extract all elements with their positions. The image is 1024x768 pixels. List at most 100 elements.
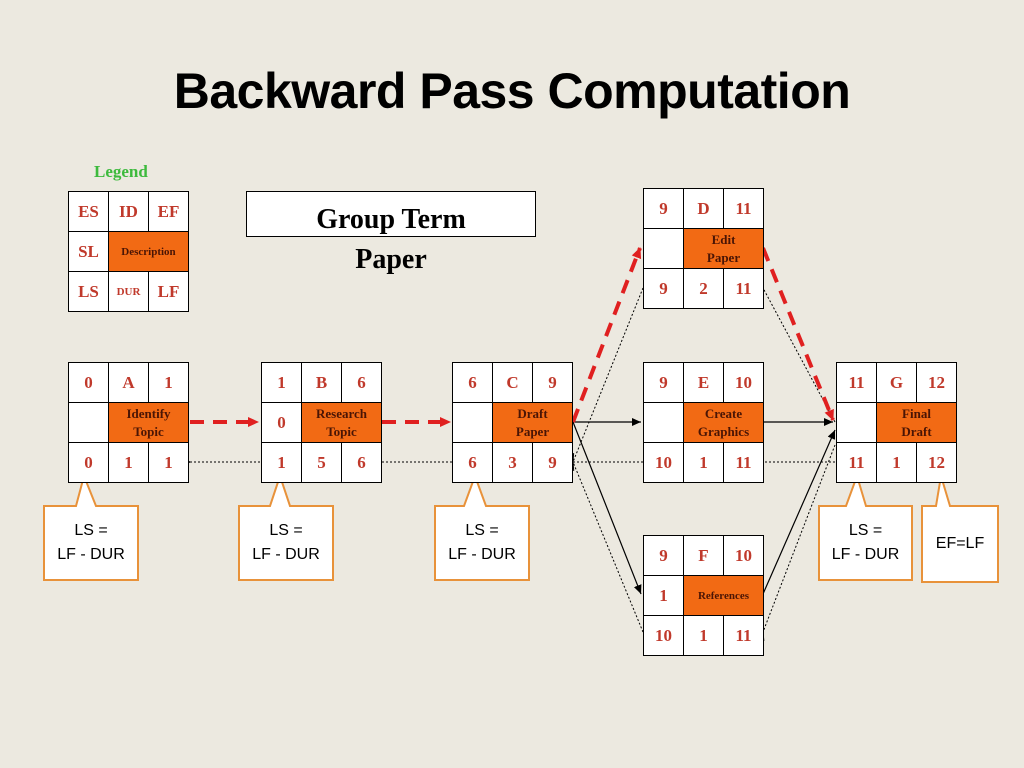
backward-arrow-d-c [573,287,644,462]
callout-a-line1: LS = [74,522,108,539]
node-a-id: A [109,363,149,403]
node-d-es: 9 [644,189,684,229]
callout-g-ef-text: EF=LF [922,532,998,556]
legend-es: ES [69,192,109,232]
node-f-dur: 1 [684,616,724,656]
legend-label: Legend [94,162,148,181]
node-c-lf: 9 [533,443,573,483]
node-b-es: 1 [262,363,302,403]
slide-title: Backward Pass Computation [173,63,851,119]
node-e-es: 9 [644,363,684,403]
critical-arrow-d-g [761,247,835,421]
node-g-dur: 1 [877,443,917,483]
callout-c-line2: LF - DUR [448,546,516,563]
forward-pass-arrows [572,418,836,595]
node-a-sl [69,403,109,443]
node-b-ef: 6 [342,363,382,403]
node-c-sl [453,403,493,443]
project-title-line2: Paper [355,244,427,275]
callout-a-text: LS = LF - DUR [44,519,138,567]
node-b-ls: 1 [262,443,302,483]
activity-node-f: 9 F 10 1 References 10 1 11 [643,535,764,656]
project-title: Group Term Paper [246,200,536,280]
node-g-desc-line2: Draft [901,423,932,439]
node-b-desc-line1: Research [315,405,368,421]
callout-b-line1: LS = [269,522,303,539]
callout-c-line1: LS = [465,522,499,539]
node-c-desc-line2: Paper [515,423,550,439]
node-d-desc-line2: Paper [706,249,741,265]
node-f-ef: 10 [724,536,764,576]
project-title-line1: Group Term [316,204,466,235]
node-e-lf: 11 [724,443,764,483]
node-d-id: D [684,189,724,229]
node-a-desc-line1: Identify [126,405,171,421]
node-c-ef: 9 [533,363,573,403]
callout-shapes [43,472,999,583]
callout-g-line1: LS = [848,522,883,539]
node-e-desc-line2: Graphics [697,423,750,439]
legend-ef: EF [149,192,189,232]
callout-c-text: LS = LF - DUR [435,519,529,567]
callout-g-text: LS = LF - DUR [819,519,912,567]
critical-path-arrows [190,247,835,427]
forward-arrow-f-g [762,429,836,595]
node-f-sl: 1 [644,576,684,616]
node-g-sl [837,403,877,443]
node-f-lf: 11 [724,616,764,656]
node-d-lf: 11 [724,269,764,309]
node-b-desc-line2: Topic [326,423,357,439]
legend-node: ES ID EF SL Description LS DUR LF [68,191,189,312]
project-title-box [246,191,536,237]
callout-bubble-b [238,472,334,581]
node-e-id: E [684,363,724,403]
forward-arrow-c-f [572,421,642,595]
node-a-es: 0 [69,363,109,403]
node-f-description: References [684,576,764,616]
legend-sl: SL [69,232,109,272]
critical-arrow-c-d [571,247,642,423]
node-g-ef: 12 [917,363,957,403]
node-d-ef: 11 [724,189,764,229]
node-d-ls: 9 [644,269,684,309]
node-c-id: C [493,363,533,403]
callout-bubble-c [434,473,530,581]
node-c-ls: 6 [453,443,493,483]
node-e-ef: 10 [724,363,764,403]
node-g-lf: 12 [917,443,957,483]
node-a-dur: 1 [109,443,149,483]
node-e-sl [644,403,684,443]
legend-dur: DUR [109,272,149,312]
node-d-sl [644,229,684,269]
callout-bubble-g [818,472,913,581]
callout-bubble-a [43,472,139,581]
node-g-es: 11 [837,363,877,403]
node-g-ls: 11 [837,443,877,483]
node-a-lf: 1 [149,443,189,483]
callout-g-ef-line1: EF=LF [935,535,985,552]
node-c-es: 6 [453,363,493,403]
legend-description: Description [109,232,189,272]
callout-b-text: LS = LF - DUR [239,519,333,567]
node-f-es: 9 [644,536,684,576]
node-g-id: G [877,363,917,403]
node-e-ls: 10 [644,443,684,483]
node-c-dur: 3 [493,443,533,483]
node-e-dur: 1 [684,443,724,483]
legend-ls: LS [69,272,109,312]
node-g-desc-line1: Final [902,405,931,421]
callout-a-line2: LF - DUR [57,546,125,563]
node-d-dur: 2 [684,269,724,309]
